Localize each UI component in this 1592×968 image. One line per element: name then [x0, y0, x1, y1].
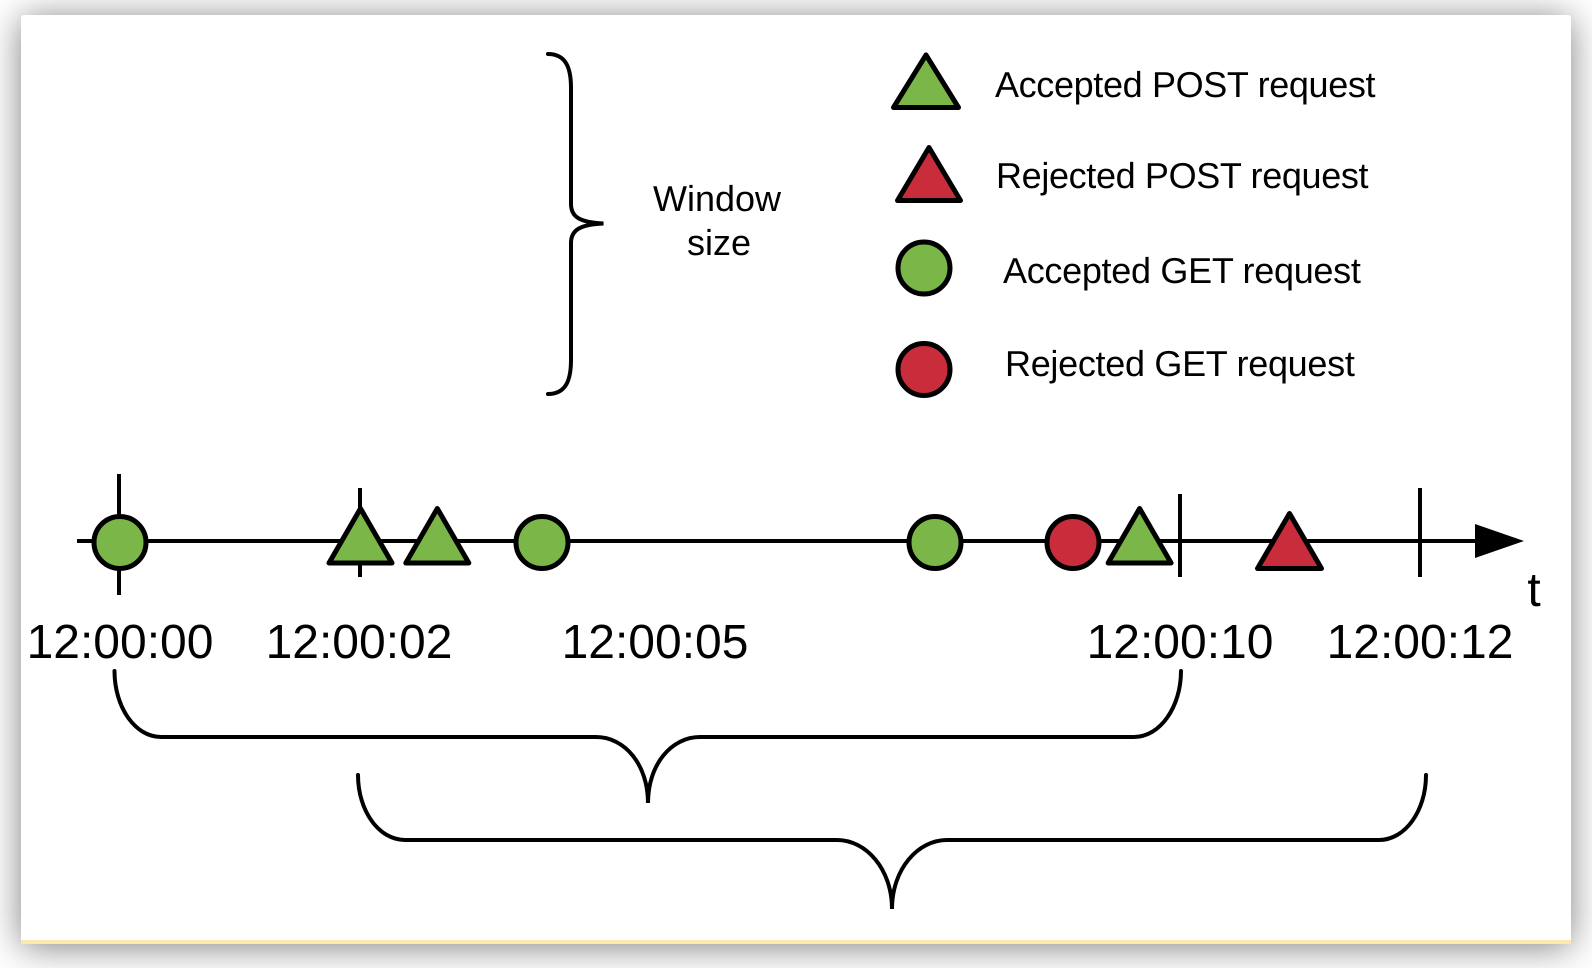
svg-text:12:00:00: 12:00:00 — [27, 616, 214, 669]
svg-text:Window: Window — [653, 178, 782, 219]
svg-text:12:00:10: 12:00:10 — [1087, 616, 1274, 669]
svg-text:12:00:12: 12:00:12 — [1327, 616, 1514, 669]
svg-text:Accepted POST request: Accepted POST request — [995, 64, 1376, 105]
svg-text:t: t — [1527, 564, 1540, 617]
svg-text:12:00:02: 12:00:02 — [266, 616, 453, 669]
svg-text:size: size — [687, 222, 751, 263]
svg-text:12:00:05: 12:00:05 — [562, 616, 749, 669]
svg-text:Rejected POST request: Rejected POST request — [996, 155, 1369, 196]
svg-text:Accepted GET request: Accepted GET request — [1003, 250, 1361, 291]
svg-text:Rejected GET request: Rejected GET request — [1005, 343, 1355, 384]
